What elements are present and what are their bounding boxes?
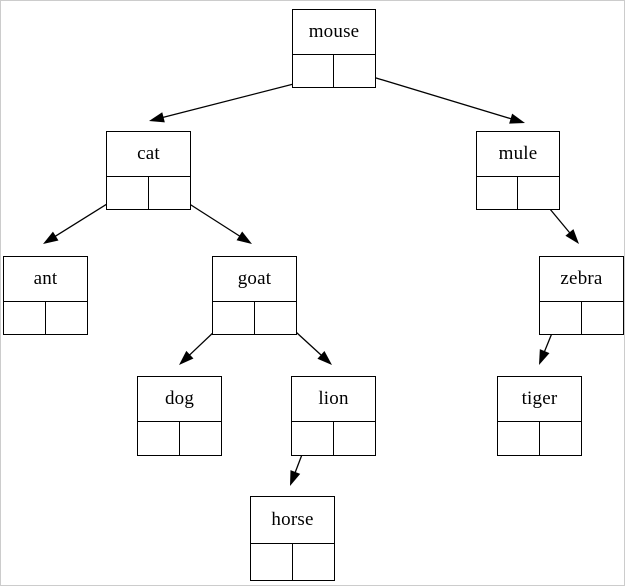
right-pointer-cell-cat[interactable] — [149, 177, 191, 209]
node-label-goat: goat — [213, 257, 296, 302]
node-pointer-row-zebra — [540, 302, 623, 334]
left-pointer-cell-dog[interactable] — [138, 422, 180, 455]
tree-edge-mouse-to-mule — [352, 70, 525, 124]
tree-node-mule[interactable]: mule — [476, 131, 560, 210]
right-pointer-cell-zebra[interactable] — [582, 302, 624, 334]
left-pointer-cell-goat[interactable] — [213, 302, 255, 334]
edge-arrowhead — [179, 350, 194, 365]
node-label-mule: mule — [477, 132, 559, 177]
left-pointer-cell-cat[interactable] — [107, 177, 149, 209]
tree-node-zebra[interactable]: zebra — [539, 256, 624, 335]
edge-line — [352, 70, 513, 120]
right-pointer-cell-ant[interactable] — [46, 302, 88, 334]
edge-arrowhead — [539, 349, 550, 365]
edge-arrowhead — [43, 231, 59, 244]
edge-arrowhead — [317, 351, 332, 365]
right-pointer-cell-mouse[interactable] — [334, 55, 375, 87]
tree-node-ant[interactable]: ant — [3, 256, 88, 335]
right-pointer-cell-tiger[interactable] — [540, 422, 582, 455]
node-pointer-row-dog — [138, 422, 221, 455]
node-pointer-row-ant — [4, 302, 87, 334]
tree-node-cat[interactable]: cat — [106, 131, 191, 210]
node-pointer-row-mule — [477, 177, 559, 209]
left-pointer-cell-mule[interactable] — [477, 177, 518, 209]
node-pointer-row-cat — [107, 177, 190, 209]
edge-arrowhead — [509, 113, 525, 124]
edge-arrowhead — [149, 112, 165, 123]
tree-node-dog[interactable]: dog — [137, 376, 222, 456]
node-label-tiger: tiger — [498, 377, 581, 422]
node-pointer-row-mouse — [293, 55, 375, 87]
node-pointer-row-lion — [292, 422, 375, 455]
left-pointer-cell-tiger[interactable] — [498, 422, 540, 455]
tree-node-tiger[interactable]: tiger — [497, 376, 582, 456]
node-pointer-row-goat — [213, 302, 296, 334]
tree-node-lion[interactable]: lion — [291, 376, 376, 456]
tree-node-horse[interactable]: horse — [250, 496, 335, 581]
tree-node-mouse[interactable]: mouse — [292, 9, 376, 88]
node-label-ant: ant — [4, 257, 87, 302]
left-pointer-cell-mouse[interactable] — [293, 55, 334, 87]
edge-arrowhead — [290, 470, 301, 486]
node-pointer-row-tiger — [498, 422, 581, 455]
node-label-zebra: zebra — [540, 257, 623, 302]
left-pointer-cell-lion[interactable] — [292, 422, 334, 455]
right-pointer-cell-lion[interactable] — [334, 422, 376, 455]
right-pointer-cell-horse[interactable] — [293, 544, 335, 580]
node-label-mouse: mouse — [293, 10, 375, 55]
right-pointer-cell-goat[interactable] — [255, 302, 297, 334]
node-pointer-row-horse — [251, 544, 334, 580]
edge-arrowhead — [236, 231, 252, 244]
right-pointer-cell-mule[interactable] — [518, 177, 559, 209]
left-pointer-cell-horse[interactable] — [251, 544, 293, 580]
left-pointer-cell-zebra[interactable] — [540, 302, 582, 334]
node-label-lion: lion — [292, 377, 375, 422]
right-pointer-cell-dog[interactable] — [180, 422, 222, 455]
tree-node-goat[interactable]: goat — [212, 256, 297, 335]
node-label-cat: cat — [107, 132, 190, 177]
left-pointer-cell-ant[interactable] — [4, 302, 46, 334]
node-label-dog: dog — [138, 377, 221, 422]
node-label-horse: horse — [251, 497, 334, 544]
edge-arrowhead — [565, 229, 579, 244]
